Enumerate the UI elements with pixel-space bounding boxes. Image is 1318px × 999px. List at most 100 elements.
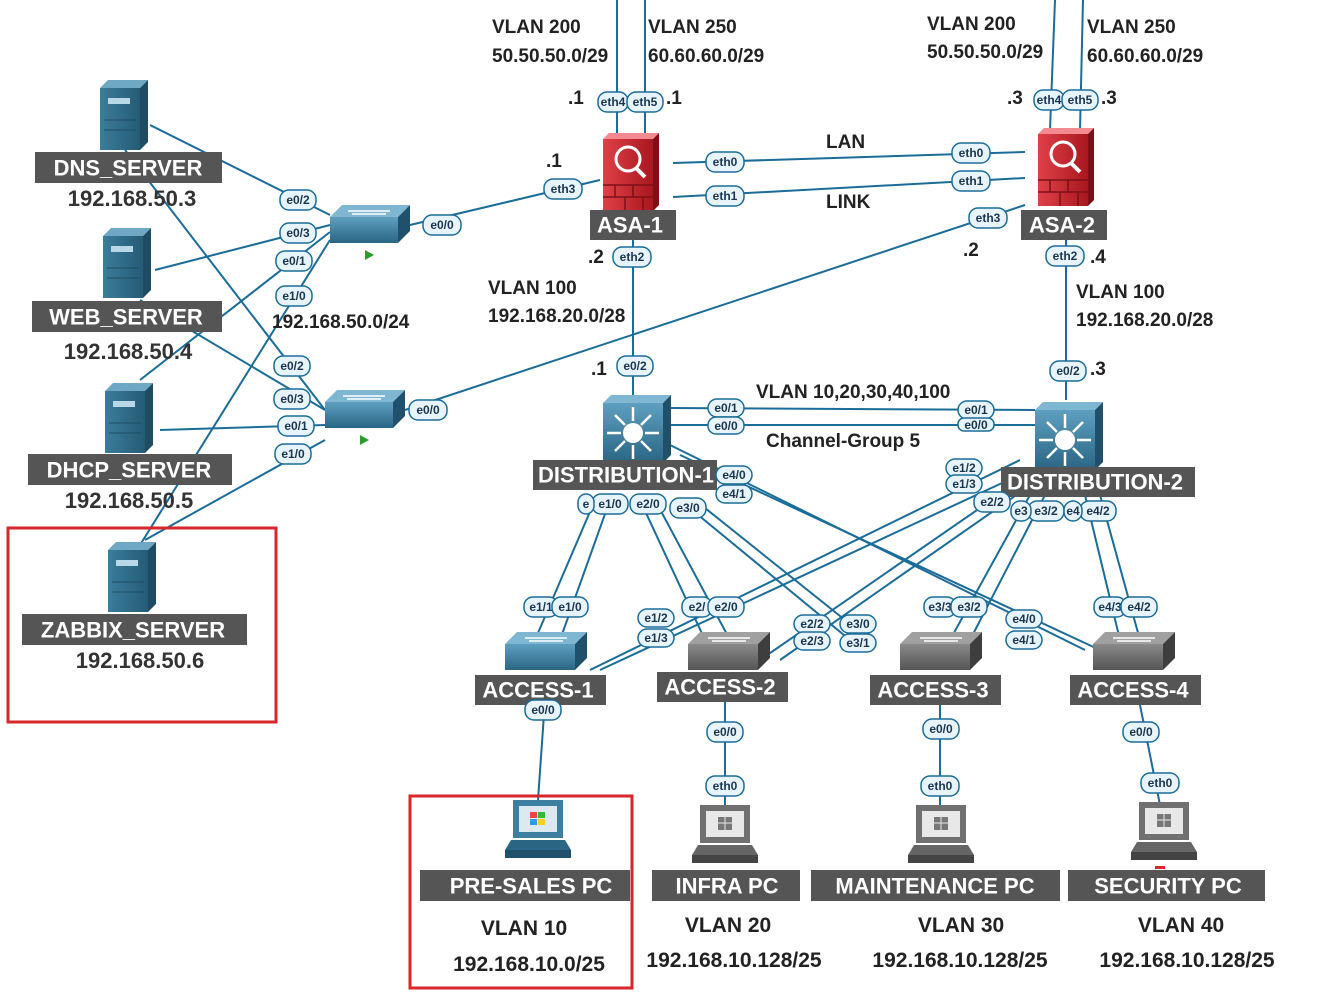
- port-badge[interactable]: e4/2: [1120, 596, 1158, 618]
- svg-text:e1/1: e1/1: [529, 600, 553, 614]
- port-badge[interactable]: e: [577, 493, 595, 515]
- svg-text:e3/2: e3/2: [957, 600, 981, 614]
- port-badge[interactable]: e1/0: [591, 493, 629, 515]
- svg-text:ASA-1: ASA-1: [597, 213, 663, 238]
- asa1-vlan100: VLAN 100: [488, 278, 577, 299]
- port-badge[interactable]: e0/3: [273, 388, 311, 410]
- svg-text:eth0: eth0: [713, 779, 738, 793]
- svg-text:ACCESS-2: ACCESS-2: [664, 675, 775, 700]
- port-badge[interactable]: e1/3: [945, 474, 983, 494]
- port-badge[interactable]: e4/1: [1005, 630, 1043, 650]
- play-icon: [360, 435, 369, 445]
- port-badge[interactable]: e0/0: [422, 214, 462, 236]
- port-badge[interactable]: e0/0: [1122, 721, 1160, 743]
- port-badge[interactable]: e3/3: [923, 596, 957, 618]
- port-badge[interactable]: e3/0: [669, 497, 707, 519]
- svg-text:e0/3: e0/3: [286, 226, 310, 240]
- port-badge[interactable]: e2/0: [707, 596, 745, 618]
- svg-text:e0/1: e0/1: [964, 403, 988, 417]
- port-badge[interactable]: eth0: [920, 775, 960, 797]
- port-badge[interactable]: e3/1: [839, 633, 877, 653]
- port-badge[interactable]: e0/0: [922, 718, 960, 740]
- port-badge[interactable]: e1/0: [551, 596, 589, 618]
- port-badge[interactable]: e0/1: [275, 250, 313, 272]
- port-badge[interactable]: eth3: [543, 178, 583, 200]
- port-badge[interactable]: e0/2: [1049, 360, 1087, 382]
- port-badge[interactable]: e3/2: [950, 596, 988, 618]
- port-badge[interactable]: e4/2: [1079, 500, 1117, 522]
- asa2-vlan100-net: 192.168.20.0/28: [1076, 310, 1213, 331]
- port-badge[interactable]: e2/2: [793, 614, 831, 634]
- port-badge[interactable]: e4/1: [715, 484, 753, 504]
- port-badge[interactable]: e0/0: [706, 721, 744, 743]
- svg-text:e3/3: e3/3: [928, 600, 952, 614]
- port-badge[interactable]: eth0: [705, 151, 745, 173]
- svg-text:e4/3: e4/3: [1098, 600, 1122, 614]
- port-badge[interactable]: e1/0: [274, 443, 312, 465]
- svg-text:e2/3: e2/3: [800, 634, 824, 648]
- highlight-box-zabbix: [6, 526, 278, 724]
- svg-text:ACCESS-1: ACCESS-1: [482, 678, 593, 703]
- multilayer-switch-icon: [1035, 402, 1103, 470]
- maintenance-vlan: VLAN 30: [918, 914, 1004, 937]
- port-badge[interactable]: eth1: [705, 185, 745, 207]
- svg-text:e4: e4: [1066, 504, 1080, 518]
- port-badge[interactable]: e0/2: [616, 355, 654, 377]
- port-badge[interactable]: e4/0: [715, 465, 753, 485]
- svg-text:DISTRIBUTION-1: DISTRIBUTION-1: [538, 463, 714, 488]
- port-badge[interactable]: e3/2: [1027, 500, 1065, 522]
- port-badge[interactable]: e3: [1010, 500, 1032, 522]
- port-badge[interactable]: eth5: [626, 91, 664, 113]
- port-badge[interactable]: e0/0: [707, 416, 745, 435]
- port-badge[interactable]: eth0: [705, 775, 745, 797]
- svg-text:e2/2: e2/2: [800, 617, 824, 631]
- port-badge[interactable]: eth2: [612, 246, 652, 268]
- port-badge[interactable]: e4/0: [1005, 609, 1043, 629]
- port-badge[interactable]: eth5: [1061, 89, 1099, 111]
- port-badge[interactable]: e2/: [681, 596, 713, 618]
- port-badge[interactable]: e0/2: [279, 189, 317, 211]
- node-label-access3: ACCESS-3: [870, 675, 1001, 705]
- port-badge[interactable]: e1/1: [523, 596, 559, 618]
- port-badge[interactable]: e4: [1063, 500, 1083, 522]
- port-badge[interactable]: e2/0: [629, 493, 667, 515]
- port-badge[interactable]: e2/2: [973, 491, 1011, 513]
- port-badge[interactable]: e1/0: [275, 285, 313, 307]
- port-badge[interactable]: e1/3: [637, 628, 675, 648]
- port-badge[interactable]: eth1: [951, 170, 991, 192]
- port-badge[interactable]: e1/2: [637, 608, 675, 628]
- ip-asa1-eth5: .1: [666, 88, 682, 109]
- svg-text:e0/1: e0/1: [284, 419, 308, 433]
- port-badge[interactable]: e0/1: [707, 398, 745, 418]
- port-badge[interactable]: eth2: [1045, 245, 1085, 267]
- port-badge[interactable]: eth4: [1033, 89, 1065, 111]
- ip-asa1-eth3: .1: [546, 151, 562, 172]
- port-badge[interactable]: e2/3: [793, 631, 831, 651]
- port-badge[interactable]: e0/1: [957, 400, 995, 420]
- server-subnet: 192.168.50.0/24: [272, 312, 410, 333]
- svg-text:e3: e3: [1014, 504, 1028, 518]
- svg-text:e1/0: e1/0: [558, 600, 582, 614]
- port-badge[interactable]: eth3: [968, 207, 1008, 229]
- svg-text:eth2: eth2: [620, 250, 645, 264]
- port-badge[interactable]: e1/2: [945, 458, 983, 478]
- svg-text:e1/2: e1/2: [952, 461, 976, 475]
- svg-text:e2/2: e2/2: [980, 495, 1004, 509]
- port-badge[interactable]: e0/0: [408, 399, 448, 421]
- port-badge[interactable]: eth0: [1140, 772, 1180, 794]
- svg-text:DHCP_SERVER: DHCP_SERVER: [47, 458, 212, 483]
- svg-text:eth0: eth0: [928, 779, 953, 793]
- port-badge[interactable]: e0/0: [524, 699, 562, 721]
- ip-asa2-eth3: .2: [963, 240, 979, 261]
- port-badge[interactable]: eth0: [951, 142, 991, 164]
- port-badge[interactable]: e4/3: [1093, 596, 1127, 618]
- port-badge[interactable]: e3/0: [839, 614, 877, 634]
- port-badge[interactable]: eth4: [597, 91, 629, 113]
- port-badge[interactable]: e0/1: [277, 415, 315, 437]
- svg-text:e0/0: e0/0: [713, 725, 737, 739]
- port-badge[interactable]: e0/3: [279, 222, 317, 244]
- port-badge[interactable]: e0/0: [957, 417, 995, 432]
- port-badge[interactable]: e0/2: [273, 355, 311, 377]
